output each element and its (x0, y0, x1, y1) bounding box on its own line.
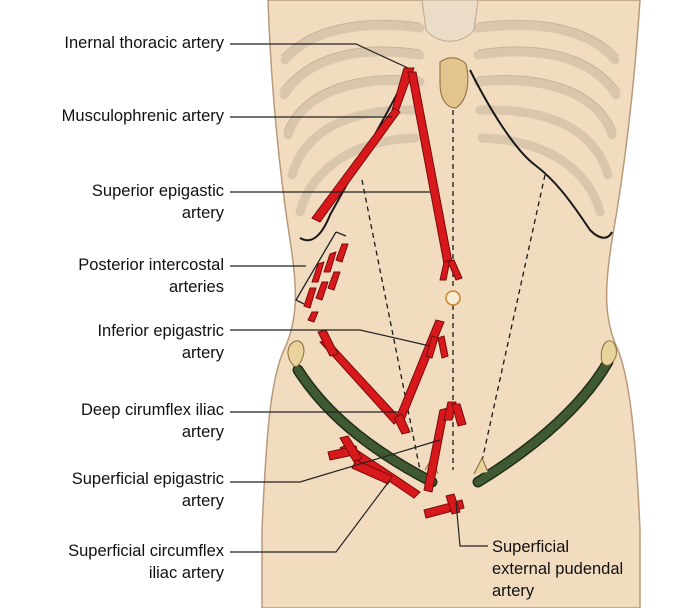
label-musculophrenic-artery: Musculophrenic artery (62, 105, 224, 127)
label-superficial-circumflex-iliac-artery: Superficial circumflex iliac artery (68, 540, 224, 584)
manubrium (422, 0, 478, 41)
label-deep-circumflex-iliac-artery: Deep cirumflex iliac artery (81, 399, 224, 443)
label-superior-epigastic-artery: Superior epigastic artery (92, 180, 224, 224)
label-posterior-intercostal-arteries: Posterior intercostal arteries (78, 254, 224, 298)
label-inferior-epigastric-artery: Inferior epigastric artery (97, 320, 224, 364)
label-superficial-epigastric-artery: Superficial epigastric artery (72, 468, 224, 512)
label-internal-thoracic-artery: Inernal thoracic artery (64, 32, 224, 54)
umbilicus (446, 291, 460, 305)
label-superficial-external-pudendal-artery: Superficial external pudendal artery (492, 536, 623, 602)
